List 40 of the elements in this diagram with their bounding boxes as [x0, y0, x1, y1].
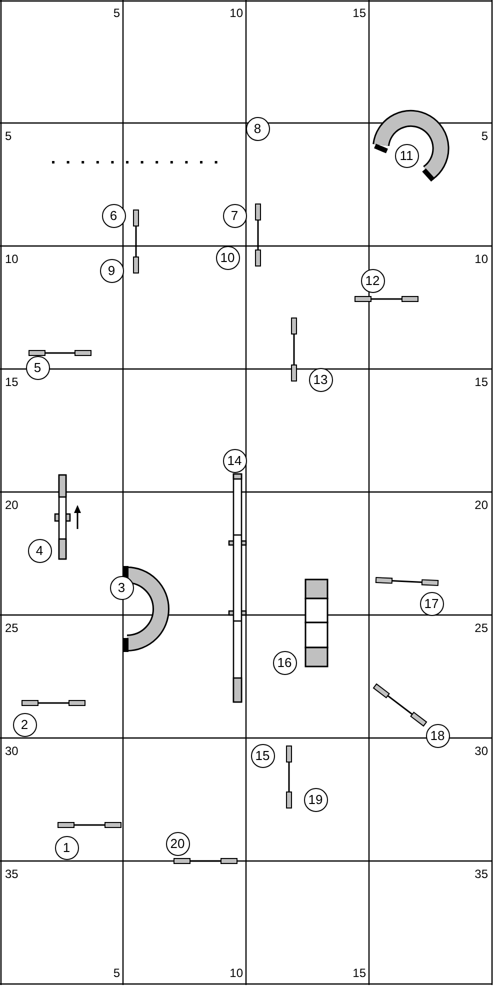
grid-coordinate: 35 — [474, 867, 488, 881]
grid-coordinate: 5 — [113, 966, 120, 980]
number-marker: 7 — [222, 204, 246, 228]
number-marker: 1 — [54, 836, 78, 860]
number-marker: 18 — [426, 724, 450, 748]
grid-coordinate: 10 — [5, 252, 18, 266]
number-marker: 19 — [304, 788, 328, 812]
grid-coordinate: 5 — [481, 129, 488, 143]
number-marker: 12 — [360, 268, 384, 292]
grid-coordinate: 35 — [5, 867, 18, 881]
grid-coordinate: 5 — [5, 129, 12, 143]
grid-coordinate: 15 — [352, 6, 366, 20]
number-marker: 20 — [166, 832, 190, 856]
grid-coordinate: 30 — [5, 744, 18, 758]
grid-coordinate: 15 — [5, 375, 18, 389]
number-marker: 4 — [28, 538, 52, 562]
grid-coordinate: 10 — [474, 252, 488, 266]
grid-coordinate: 20 — [5, 498, 18, 512]
number-marker: 8 — [246, 116, 270, 140]
number-marker: 2 — [12, 712, 36, 736]
number-marker: 9 — [100, 258, 124, 282]
grid-coordinate: 15 — [474, 375, 488, 389]
grid-coordinate: 5 — [113, 6, 120, 20]
number-marker: 5 — [26, 356, 50, 380]
grid-coordinate: 20 — [474, 498, 488, 512]
number-marker: 6 — [102, 204, 126, 228]
number-marker: 11 — [394, 144, 418, 168]
grid-coordinate: 25 — [5, 621, 18, 635]
number-marker: 3 — [110, 576, 134, 600]
number-marker: 16 — [272, 650, 296, 674]
grid-coordinate: 10 — [230, 966, 243, 980]
number-marker: 10 — [216, 246, 240, 270]
number-marker: 15 — [250, 744, 274, 768]
grid-coordinate: 25 — [474, 621, 488, 635]
grid-coordinate: 15 — [352, 966, 366, 980]
number-marker: 14 — [222, 448, 246, 472]
number-marker: 13 — [308, 368, 332, 392]
grid-coordinate: 10 — [230, 6, 243, 20]
grid-coordinate: 30 — [474, 744, 488, 758]
number-marker: 17 — [420, 592, 444, 616]
